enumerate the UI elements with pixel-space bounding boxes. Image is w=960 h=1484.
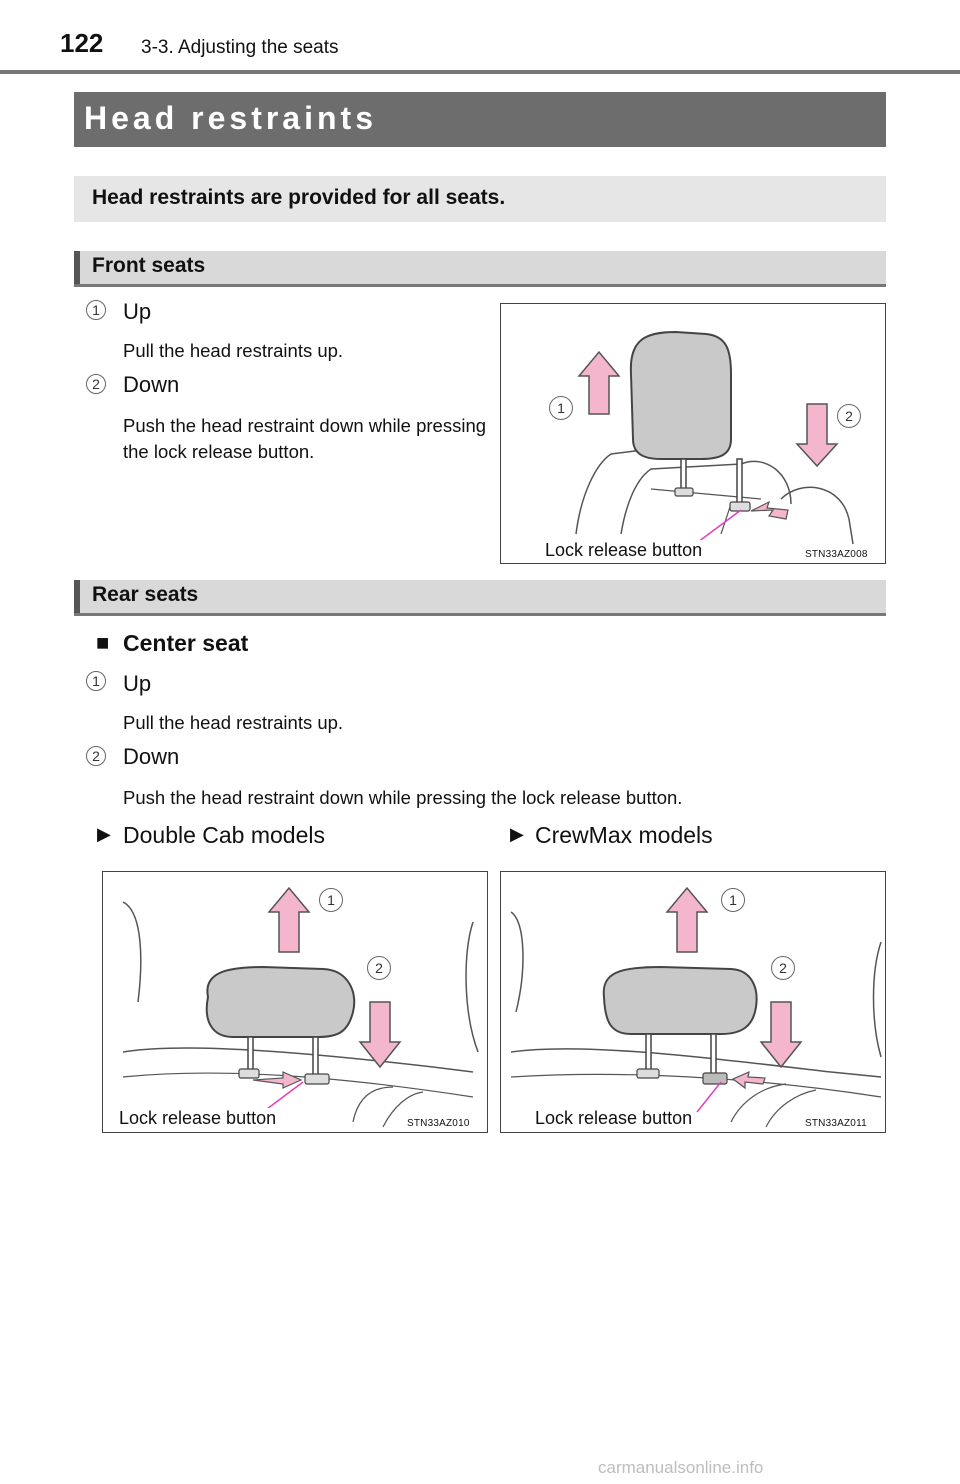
intro-band: Head restraints are provided for all sea…: [74, 176, 886, 222]
lock-release-label: Lock release button: [117, 1108, 279, 1129]
crewmax-figure: 1 2 Lock release button STN33AZ011: [500, 871, 886, 1133]
crewmax-label: CrewMax models: [535, 822, 713, 848]
rear-step-desc-up: Pull the head restraints up.: [123, 712, 344, 733]
center-seat-subhead: Center seat: [123, 630, 249, 656]
step-label-down: Down: [123, 372, 180, 397]
callout-2: 2: [837, 404, 861, 428]
step-desc-up: Pull the head restraints up.: [123, 340, 344, 361]
crewmax-illustration: [510, 886, 882, 1128]
rear-step-number-1: 1: [86, 671, 106, 691]
section-title-band: Head restraints: [74, 92, 886, 147]
callout-1: 1: [549, 396, 573, 420]
triangle-bullet-icon: ▶: [97, 824, 111, 844]
step-desc-down: Push the head restraint down while press…: [123, 415, 487, 462]
step-label-up: Up: [123, 299, 152, 324]
callout-2: 2: [367, 956, 391, 980]
rear-step-number-2: 2: [86, 746, 106, 766]
double-cab-illustration: [122, 886, 479, 1128]
front-headrest-illustration: [575, 330, 854, 545]
square-bullet-icon: ■: [96, 630, 110, 655]
watermark: carmanualsonline.info: [598, 1458, 764, 1477]
front-seat-figure: 1 2 Lock release button STN33AZ008: [500, 303, 886, 564]
rear-seats-heading-text: Rear seats: [92, 583, 199, 606]
rear-step-desc-down: Push the head restraint down while press…: [123, 787, 683, 808]
front-seats-heading-text: Front seats: [92, 254, 206, 277]
header-rule: [0, 70, 960, 74]
callout-1: 1: [319, 888, 343, 912]
step-number-2: 2: [86, 374, 106, 394]
double-cab-label: Double Cab models: [123, 822, 326, 848]
rear-seats-heading: Rear seats: [74, 580, 886, 616]
rear-step-label-down: Down: [123, 744, 180, 769]
front-seats-heading: Front seats: [74, 251, 886, 287]
lock-release-label: Lock release button: [543, 540, 705, 561]
chapter-title: 3-3. Adjusting the seats: [141, 37, 339, 58]
section-title: Head restraints: [84, 100, 377, 136]
step-number-1: 1: [86, 300, 106, 320]
callout-2: 2: [771, 956, 795, 980]
figure-code: STN33AZ011: [805, 1118, 867, 1129]
lock-release-label: Lock release button: [533, 1108, 695, 1129]
double-cab-figure: 1 2 Lock release button STN33AZ010: [102, 871, 488, 1133]
intro-text: Head restraints are provided for all sea…: [92, 186, 506, 209]
callout-1: 1: [721, 888, 745, 912]
figure-code: STN33AZ010: [407, 1118, 470, 1129]
figure-code: STN33AZ008: [805, 549, 868, 560]
triangle-bullet-icon: ▶: [510, 824, 524, 844]
page-number: 122: [60, 28, 104, 58]
rear-step-label-up: Up: [123, 671, 152, 696]
